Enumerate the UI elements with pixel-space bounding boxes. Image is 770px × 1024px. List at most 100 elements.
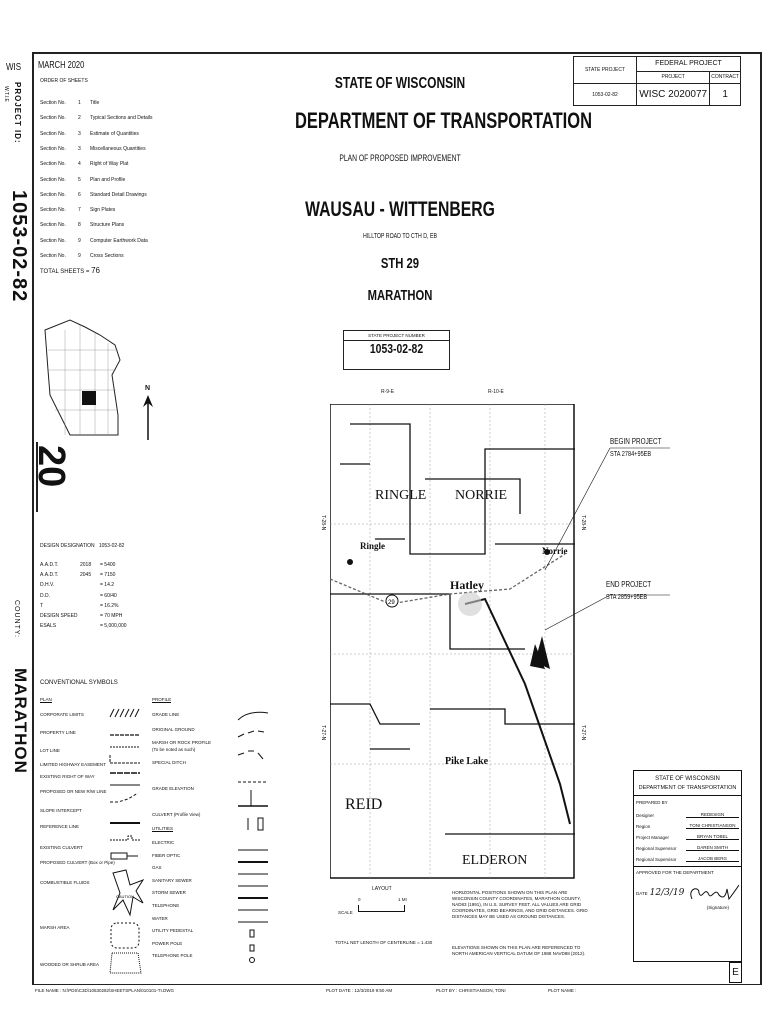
legend-utility-item: SANITARY SEWER — [152, 877, 192, 883]
legend-profile-item: MARSH OR ROCK PROFILE — [152, 740, 212, 745]
sheet-section-number: 1 — [78, 100, 81, 106]
scale-bar — [358, 905, 405, 912]
project-name: WAUSAU - WITTENBERG — [305, 198, 495, 221]
legend-plan-item: PROPOSED CULVERT (Box or Pipe) — [40, 860, 115, 865]
caution-text: CAUTION — [116, 894, 134, 899]
township-bottom-left: T-27-N — [320, 725, 326, 741]
signatory-name: JACOB BERG — [686, 856, 739, 862]
sheet-section-label: Section No. — [40, 130, 66, 137]
legend-utility-item: FIBER OPTIC — [152, 852, 181, 858]
design-designation-row: A.A.D.T.2018= 5400 — [40, 562, 150, 568]
design-value: = 5400 — [100, 562, 116, 568]
design-value: = 5,000,000 — [100, 623, 127, 630]
map-town-ringle-township: RINGLE — [375, 488, 426, 503]
legend-plan-item: PROPERTY LINE — [40, 730, 76, 735]
sheet-section-description: Right of Way Plat — [90, 161, 129, 168]
frame-right — [760, 52, 762, 985]
project-callout-leaders — [544, 447, 670, 631]
map-town-pike-lake: Pike Lake — [445, 756, 489, 767]
design-designation-row: T= 16.2% — [40, 603, 150, 609]
sheet-section-description: Estimate of Quantities — [90, 130, 139, 137]
map-town-norrie-township: NORRIE — [455, 488, 507, 503]
legend-utility-item: TELEPHONE — [152, 903, 180, 908]
vertical-datum-note: ELEVATIONS SHOWN ON THIS PLAN ARE REFERE… — [452, 945, 586, 956]
signatory-name: DAREN SMITH — [686, 845, 739, 851]
design-designation-row: D.D. = 60/40 — [40, 593, 150, 599]
state-code: WIS — [6, 62, 22, 73]
begin-project-label: BEGIN PROJECT — [610, 437, 662, 446]
state-project-box: STATE PROJECT NUMBER 1053-02-82 — [343, 330, 450, 370]
state-project-value: 1053-02-82 — [573, 83, 637, 106]
legend-utility-item: POWER POLE — [152, 940, 183, 946]
signatory-role: Regional Supervisor — [636, 857, 677, 862]
design-key: DESIGN SPEED — [40, 613, 78, 619]
approved-label: APPROVED FOR THE DEPARTMENT — [636, 870, 714, 875]
sheet-section-label: Section No. — [40, 161, 66, 168]
legend-profile-item: GRADE ELEVATION — [152, 786, 194, 791]
sheet-section-label: Section No. — [40, 100, 66, 106]
project-id-sub: W.T.I.E — [3, 86, 9, 102]
legend-plan-item: WOODED OR SHRUB AREA — [40, 962, 100, 967]
design-value: = 70 MPH — [100, 613, 123, 619]
design-designation-row: A.A.D.T.2045= 7150 — [40, 572, 150, 578]
total-sheets-value: 76 — [91, 266, 100, 275]
signatory-role: Region — [636, 824, 651, 829]
legend-plan-item: LIMITED HIGHWAY EASEMENT — [40, 762, 106, 767]
design-value: = 14.2 — [100, 582, 115, 589]
township-bottom-right: T-27-N — [580, 725, 586, 741]
signature-label: (Signature) — [706, 905, 729, 910]
legend-plan-item: CORPORATE LIMITS — [40, 712, 84, 717]
footer-plot-name: PLOT NAME : — [548, 988, 577, 993]
plan-date: MARCH 2020 — [38, 60, 85, 71]
frame-bottom — [32, 984, 761, 985]
sheet-section-label: Section No. — [40, 115, 66, 122]
approval-section: APPROVED FOR THE DEPARTMENT DATE 12/3/19… — [634, 866, 741, 913]
sheet-section-description: Sign Plates — [90, 207, 116, 214]
design-key: D.D. — [40, 592, 50, 599]
range-right: R-10-E — [488, 389, 504, 395]
design-designation-row: DESIGN SPEED = 70 MPH — [40, 613, 150, 619]
sheet-section-number: 3 — [78, 130, 81, 137]
sheet-section-description: Structure Plans — [90, 222, 125, 229]
plan-of-improvement: PLAN OF PROPOSED IMPROVEMENT — [339, 153, 461, 163]
scale-zero: 0 — [358, 897, 361, 902]
footer-plot-date: PLOT DATE : 12/3/2019 9:50 AM — [326, 988, 393, 993]
highway: STH 29 — [380, 255, 420, 272]
sheet-section-description: Plan and Profile — [90, 176, 126, 183]
sheet-section-description: Typical Sections and Details — [90, 115, 153, 122]
legend-symbols: CAUTION — [109, 708, 269, 974]
legend-utility-item: STORM SEWER — [152, 890, 186, 896]
legend-utility-item: ELECTRIC — [152, 840, 175, 845]
project-location-map: 29 RINGLE NORRIE Ringle Norrie Hatley Pi… — [330, 404, 575, 879]
project-id-label: PROJECT ID: — [13, 82, 22, 144]
footer-file-name: FILE NAME : N:\PDS\C3D\10530282\SHEETSPL… — [35, 988, 175, 993]
legend-plan-item: SLOPE INTERCEPT — [40, 808, 82, 813]
design-value: = 60/40 — [100, 592, 117, 599]
state-title: STATE OF WISCONSIN — [334, 75, 466, 92]
locator-north-label: N — [145, 385, 151, 392]
wisconsin-locator-map — [44, 319, 121, 436]
design-key: A.A.D.T. — [40, 562, 59, 568]
legend-plan-item: MARSH AREA — [40, 925, 70, 930]
sheet-number-rule — [36, 442, 38, 512]
frame-top — [32, 52, 761, 54]
sheet-number: 20 — [30, 445, 72, 488]
sheet-section-label: Section No. — [40, 253, 66, 259]
sheet-section-number: 7 — [78, 207, 81, 214]
county-title: MARATHON — [367, 287, 433, 304]
signature-image — [690, 884, 739, 901]
legend-title: CONVENTIONAL SYMBOLS — [40, 680, 118, 686]
total-sheets-label: TOTAL SHEETS = — [40, 269, 90, 275]
sheet-section-number: 9 — [78, 253, 81, 259]
legend-utilities-heading: UTILITIES — [152, 826, 174, 832]
contract-value: 1 — [709, 83, 741, 106]
approval-date: 12/3/19 — [649, 888, 685, 898]
signatory-role: Project Manager — [636, 835, 670, 840]
sheet-section-number: 5 — [78, 176, 81, 183]
legend-plan-item: EXISTING RIGHT OF WAY — [40, 774, 95, 779]
legend-plan-item: PROPOSED OR NEW R/W LINE — [40, 789, 107, 794]
